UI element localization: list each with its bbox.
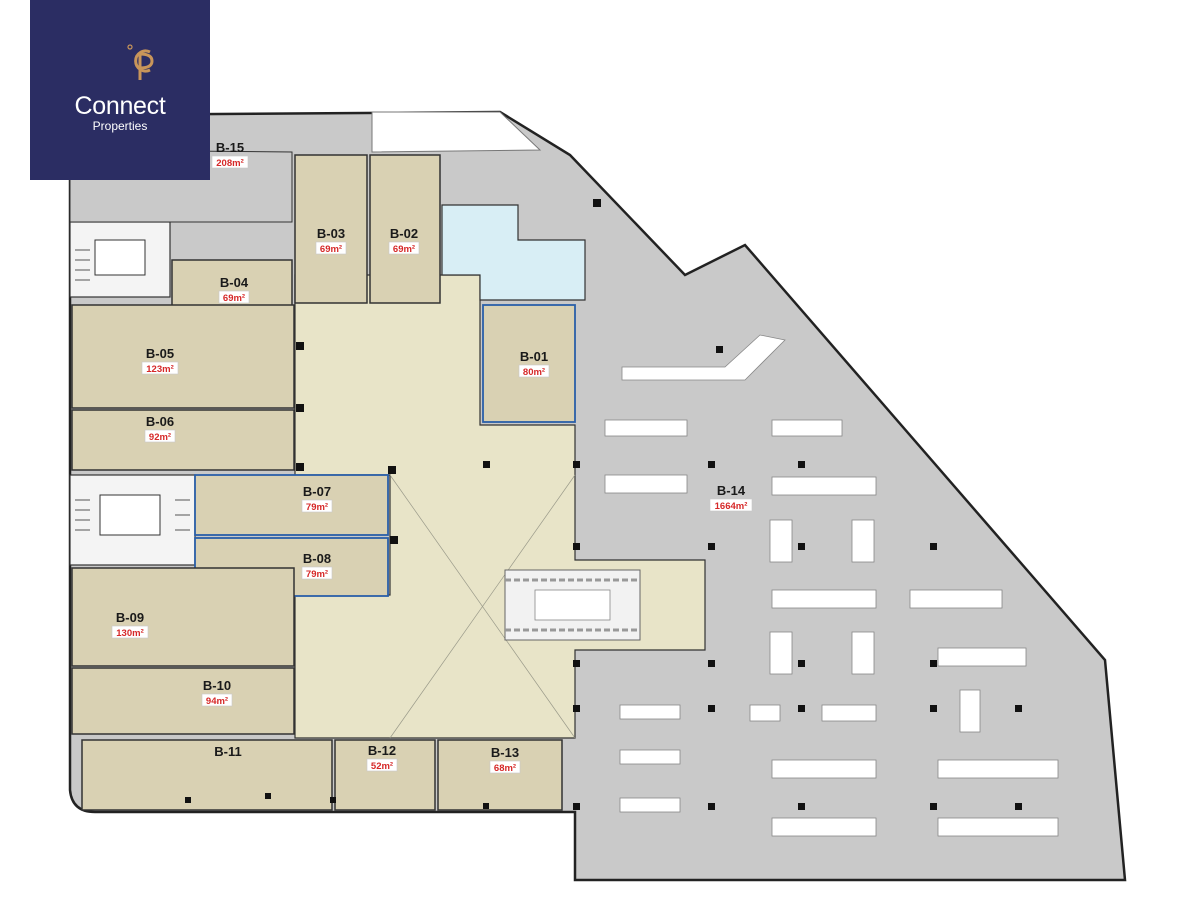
unit-label: B-06 [146,414,174,429]
stair-core [69,221,171,298]
area-badge [709,498,753,512]
area-badge [489,760,521,774]
unit-label: B-07 [303,484,331,499]
unit-B-11[interactable] [81,739,333,811]
area-badge [211,155,249,169]
area-badge [141,361,179,375]
area-badge [144,429,176,443]
unit-label: B-15 [216,140,244,155]
unit-B-06[interactable] [71,409,295,471]
elevator-core [69,474,196,566]
unit-label: B-03 [317,226,345,241]
unit-label: B-02 [390,226,418,241]
unit-B-05[interactable] [71,304,295,409]
unit-area: 92m² [149,432,171,443]
unit-area: 52m² [371,761,393,772]
unit-area: 79m² [306,502,328,513]
unit-area: 94m² [206,696,228,707]
unit-label: B-05 [146,346,174,361]
unit-label: B-04 [220,275,249,290]
unit-area: 68m² [494,763,516,774]
area-badge [111,625,149,639]
unit-area: 69m² [393,244,415,255]
brand-name: Connect [74,92,166,120]
brand-tagline: Properties [92,119,148,133]
area-badge [218,290,250,304]
unit-B-09[interactable] [71,567,295,667]
cp-monogram-icon [127,44,154,80]
structural-columns [185,199,1022,810]
area-badge [518,364,550,378]
unit-B-03[interactable] [294,154,368,304]
unit-area: 69m² [223,293,245,304]
unit-B-13[interactable] [437,739,563,811]
unit-label: B-14 [717,483,746,498]
unit-B-12[interactable] [334,739,436,811]
unit-area: 208m² [216,158,243,169]
escalator [504,569,641,641]
unit-area: 79m² [306,569,328,580]
unit-area: 69m² [320,244,342,255]
unit-label: B-13 [491,745,519,760]
area-badge [301,499,333,513]
area-badge [301,566,333,580]
service-core [441,204,586,301]
area-badge [388,241,420,255]
unit-area: 80m² [523,367,545,378]
unit-label: B-10 [203,678,231,693]
unit-B-07[interactable] [194,474,389,536]
unit-B-01[interactable] [482,304,576,423]
brand-logo: Connect Properties [30,0,210,180]
unit-label: B-09 [116,610,144,625]
unit-area: 123m² [146,364,173,375]
unit-label: B-01 [520,349,548,364]
unit-area: 1664m² [715,501,748,512]
retail-shelving [604,334,1059,837]
lobby-diagonal [389,474,576,739]
unit-B-10[interactable] [71,667,295,735]
open-area [371,111,542,153]
area-badge [201,693,233,707]
unit-B-02[interactable] [369,154,441,304]
unit-label: B-11 [214,744,241,759]
unit-area: 130m² [116,628,143,639]
area-badge [366,758,398,772]
unit-label: B-08 [303,551,331,566]
unit-label: B-12 [368,743,396,758]
area-badge [315,241,347,255]
